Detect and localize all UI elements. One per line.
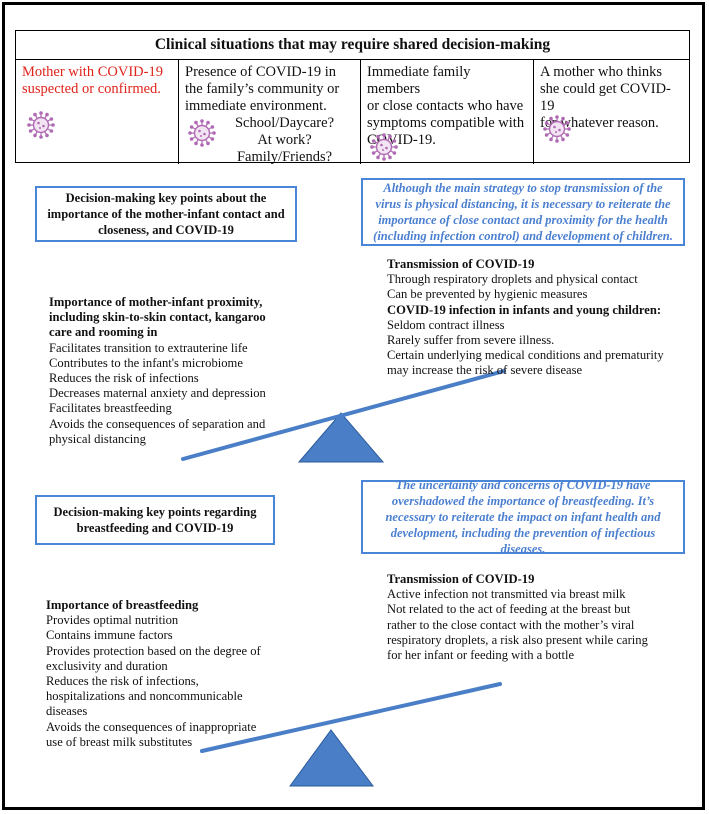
- list-item: Avoids the consequences of separation an…: [49, 416, 266, 431]
- situation-2-sub: At work?: [257, 132, 312, 148]
- list-item: Avoids the consequences of inappropriate: [46, 719, 257, 734]
- list-item: hospitalizations and noncommunicable: [46, 689, 243, 704]
- transmission-heading: Transmission of COVID-19: [387, 572, 535, 586]
- situation-2-line: the family’s community or: [185, 81, 340, 97]
- list-item: Provides optimal nutrition: [46, 613, 179, 628]
- breastfeeding-importance-list: Importance of breastfeeding Provides opt…: [46, 598, 261, 750]
- list-item: Reduces the risk of infections: [49, 371, 199, 386]
- situation-1-line: suspected or confirmed.: [22, 81, 161, 97]
- situation-2-sub: Family/Friends?: [236, 149, 333, 165]
- list-item: Reduces the risk of infections,: [46, 674, 199, 689]
- virus-icon: [543, 115, 571, 143]
- list-item: Can be prevented by hygienic measures: [387, 287, 588, 302]
- situation-cell-3: Immediate family members or close contac…: [361, 60, 534, 164]
- key-points-box-1: Decision-making key points about the imp…: [35, 186, 297, 242]
- list-item: for her infant or feeding with a bottle: [387, 648, 575, 663]
- virus-icon: [370, 133, 398, 161]
- situations-table: Clinical situations that may require sha…: [15, 30, 690, 166]
- list-item: rather to the close contact with the mot…: [387, 617, 635, 632]
- scale-fulcrum-2: [289, 729, 374, 787]
- situation-1-line: Mother with COVID-19: [22, 64, 163, 80]
- list-item: Rarely suffer from severe illness.: [387, 333, 555, 348]
- list-item: may increase the risk of severe disease: [387, 363, 583, 378]
- situations-row: Mother with COVID-19 suspected or confir…: [16, 60, 689, 166]
- list-item: Provides protection based on the degree …: [46, 643, 261, 658]
- scale-fulcrum-1: [297, 412, 385, 463]
- situation-2-line: Presence of COVID-19 in: [185, 64, 337, 80]
- scale-beam-1: [181, 369, 506, 461]
- list-item: Facilitates breastfeeding: [49, 401, 172, 416]
- proximity-heading: Importance of mother-infant proximity,: [49, 295, 263, 309]
- list-item: Through respiratory droplets and physica…: [387, 272, 638, 287]
- virus-icon: [27, 111, 55, 139]
- infants-heading: COVID-19 infection in infants and young …: [387, 302, 662, 317]
- situation-4-line: for whatever reason.: [540, 115, 659, 131]
- situation-2-sublist: School/Daycare? At work? Family/Friends?: [185, 115, 354, 166]
- list-item: Not related to the act of feeding at the…: [387, 602, 631, 617]
- list-item: Active infection not transmitted via bre…: [387, 587, 626, 602]
- transmission-list-2: Transmission of COVID-19 Active infectio…: [387, 572, 648, 663]
- list-item: diseases: [46, 704, 88, 719]
- virus-icon: [188, 119, 216, 147]
- situation-cell-2: Presence of COVID-19 in the family’s com…: [179, 60, 361, 166]
- situation-4-line: A mother who thinks: [540, 64, 663, 80]
- list-item: use of breast milk substitutes: [46, 734, 193, 749]
- situation-2-sub: School/Daycare?: [234, 115, 335, 131]
- situation-cell-1: Mother with COVID-19 suspected or confir…: [16, 60, 179, 164]
- list-item: Facilitates transition to extrauterine l…: [49, 340, 248, 355]
- situation-cell-4: A mother who thinks she could get COVID-…: [534, 60, 689, 164]
- transmission-heading: Transmission of COVID-19: [387, 257, 535, 271]
- proximity-heading: care and rooming in: [49, 325, 158, 340]
- key-points-box-2: Decision-making key points regarding bre…: [35, 495, 275, 545]
- quote-box-2: The uncertainty and concerns of COVID-19…: [361, 478, 685, 556]
- transmission-list-1: Transmission of COVID-19 Through respira…: [387, 257, 664, 379]
- situation-4-line: she could get COVID-19: [540, 81, 671, 114]
- proximity-importance-list: Importance of mother-infant proximity, i…: [49, 295, 266, 447]
- list-item: Certain underlying medical conditions an…: [387, 348, 664, 363]
- situation-3-line: symptoms compatible with: [367, 115, 525, 131]
- situations-title: Clinical situations that may require sha…: [16, 31, 689, 60]
- list-item: Decreases maternal anxiety and depressio…: [49, 386, 266, 401]
- proximity-heading: including skin-to-skin contact, kangaroo: [49, 310, 266, 325]
- scale-beam-2: [200, 682, 502, 753]
- situation-3-line: or close contacts who have: [367, 98, 524, 114]
- situation-2-line: immediate environment.: [185, 98, 327, 114]
- list-item: Seldom contract illness: [387, 317, 505, 332]
- list-item: Contains immune factors: [46, 628, 173, 643]
- list-item: exclusivity and duration: [46, 658, 168, 673]
- breastfeeding-heading: Importance of breastfeeding: [46, 598, 199, 612]
- quote-box-1: Although the main strategy to stop trans…: [361, 178, 685, 246]
- list-item: Contributes to the infant's microbiome: [49, 355, 243, 370]
- situation-3-line: Immediate family members: [367, 64, 471, 97]
- list-item: physical distancing: [49, 431, 146, 446]
- list-item: respiratory droplets, a risk also presen…: [387, 632, 648, 647]
